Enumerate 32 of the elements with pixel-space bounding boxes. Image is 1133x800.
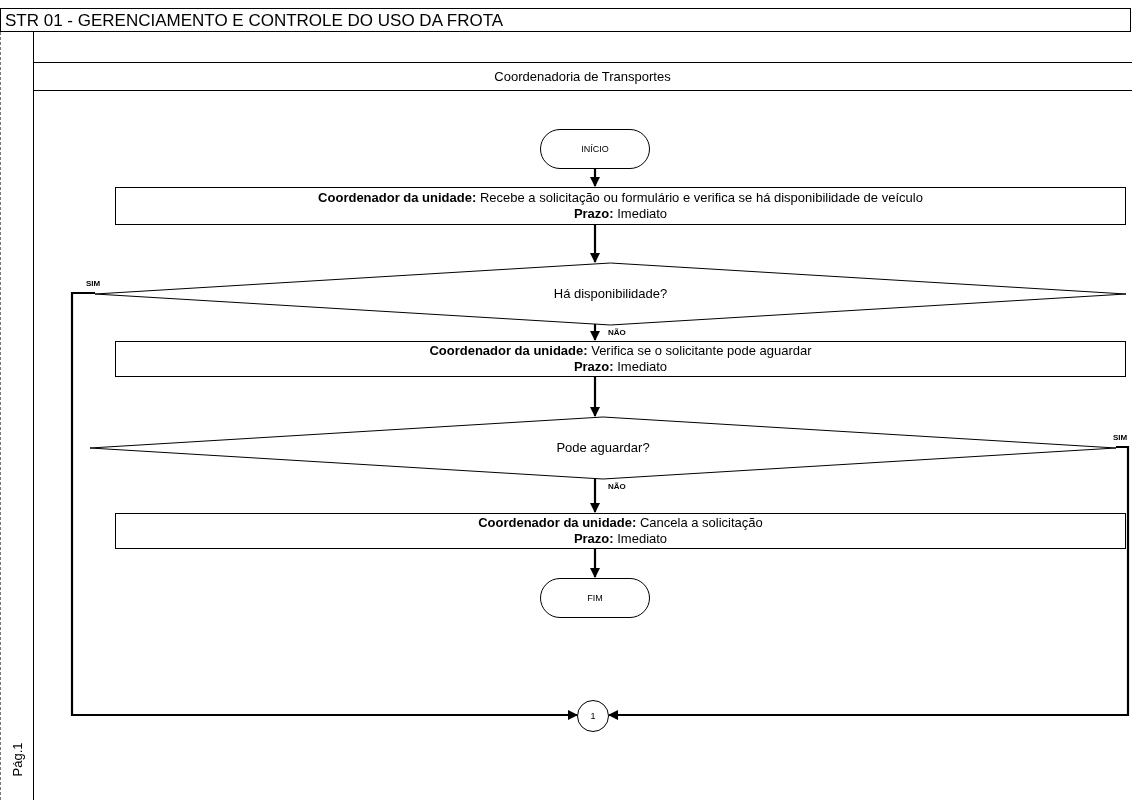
page-title: STR 01 - GERENCIAMENTO E CONTROLE DO USO DA FROTA xyxy=(0,8,1131,32)
flow-arrow xyxy=(590,376,600,417)
process-box xyxy=(115,187,1126,225)
process-box xyxy=(115,341,1126,377)
edge-label: SIM xyxy=(85,279,102,289)
flow-arrow xyxy=(608,445,1130,720)
terminator-shape xyxy=(540,129,650,169)
step-text: 1 xyxy=(590,710,596,723)
decision-question: Há disponibilidade? xyxy=(553,286,668,302)
step-text: FIM xyxy=(587,592,603,605)
flow-arrow xyxy=(590,548,600,578)
step-text: Coordenador da unidade: Verifica se o solicitante pode aguardar xyxy=(429,343,812,359)
step-text: Coordenador da unidade: Cancela a solicitação xyxy=(478,515,763,531)
edge-label: NÃO xyxy=(607,482,627,492)
process-box xyxy=(115,513,1126,549)
connector-circle xyxy=(577,700,609,732)
deadline-text: Prazo: Imediato xyxy=(573,206,668,222)
step-text: Coordenador da unidade: Recebe a solicitação ou formulário e verifica se há disponibilidade de veículo xyxy=(318,190,923,206)
flow-arrow xyxy=(590,478,600,513)
flow-arrow xyxy=(70,291,578,720)
deadline-text: Prazo: Imediato xyxy=(573,531,668,547)
flow-arrow xyxy=(590,168,600,187)
decision-question: Pode aguardar? xyxy=(556,440,650,456)
flow-arrow xyxy=(590,324,600,341)
step-text: INÍCIO xyxy=(581,143,609,156)
page-number: Pág.1 xyxy=(9,741,25,779)
lane-header: Coordenadoria de Transportes xyxy=(33,63,1132,91)
flow-arrow xyxy=(590,224,600,263)
terminator-shape xyxy=(540,578,650,618)
deadline-text: Prazo: Imediato xyxy=(573,359,668,375)
edge-label: NÃO xyxy=(607,328,627,338)
edge-label: SIM xyxy=(1112,433,1129,443)
